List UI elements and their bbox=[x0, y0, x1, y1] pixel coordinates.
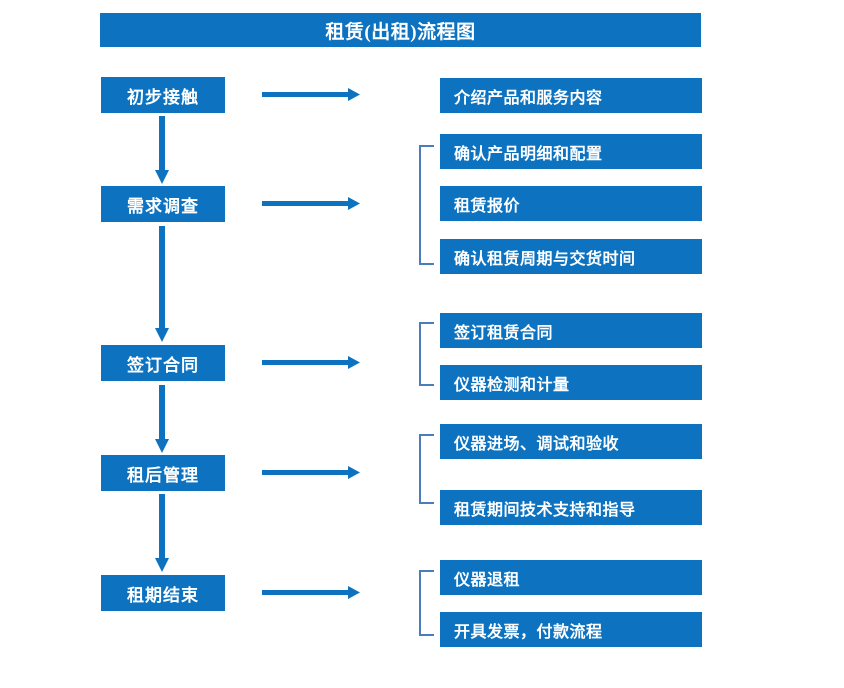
detail-label-3: 租赁报价 bbox=[454, 197, 521, 215]
stage-label-4: 租后管理 bbox=[127, 465, 199, 485]
group-bracket-4 bbox=[418, 434, 434, 504]
right-arrow-icon-1 bbox=[262, 87, 360, 103]
stage-box-3[interactable]: 签订合同 bbox=[101, 345, 225, 381]
stage-label-5: 租期结束 bbox=[127, 585, 199, 605]
detail-label-8: 租赁期间技术支持和指导 bbox=[454, 501, 636, 519]
detail-label-1: 介绍产品和服务内容 bbox=[454, 89, 603, 107]
right-arrow-icon-5 bbox=[262, 585, 360, 601]
detail-box-3[interactable]: 租赁报价 bbox=[440, 186, 702, 221]
stage-box-2[interactable]: 需求调查 bbox=[101, 186, 225, 222]
detail-label-7: 仪器进场、调试和验收 bbox=[454, 435, 620, 453]
down-arrow-icon-3 bbox=[155, 385, 169, 453]
detail-box-8[interactable]: 租赁期间技术支持和指导 bbox=[440, 490, 702, 525]
right-arrow-icon-3 bbox=[262, 355, 360, 371]
detail-label-6: 仪器检测和计量 bbox=[454, 376, 570, 394]
stage-box-4[interactable]: 租后管理 bbox=[101, 455, 225, 491]
detail-box-1[interactable]: 介绍产品和服务内容 bbox=[440, 78, 702, 113]
detail-label-9: 仪器退租 bbox=[454, 571, 521, 589]
down-arrow-icon-1 bbox=[155, 116, 169, 184]
detail-label-2: 确认产品明细和配置 bbox=[454, 145, 603, 163]
stage-box-1[interactable]: 初步接触 bbox=[101, 77, 225, 113]
detail-label-10: 开具发票，付款流程 bbox=[454, 623, 603, 641]
detail-box-10[interactable]: 开具发票，付款流程 bbox=[440, 612, 702, 647]
detail-box-2[interactable]: 确认产品明细和配置 bbox=[440, 134, 702, 169]
group-bracket-3 bbox=[418, 322, 434, 386]
right-arrow-icon-2 bbox=[262, 196, 360, 212]
page-title: 租赁(出租)流程图 bbox=[100, 13, 701, 47]
detail-box-6[interactable]: 仪器检测和计量 bbox=[440, 365, 702, 400]
detail-box-9[interactable]: 仪器退租 bbox=[440, 560, 702, 595]
detail-label-4: 确认租赁周期与交货时间 bbox=[454, 250, 636, 268]
detail-label-5: 签订租赁合同 bbox=[454, 324, 554, 342]
detail-box-7[interactable]: 仪器进场、调试和验收 bbox=[440, 424, 702, 459]
down-arrow-icon-2 bbox=[155, 226, 169, 342]
group-bracket-2 bbox=[418, 145, 434, 265]
stage-box-5[interactable]: 租期结束 bbox=[101, 575, 225, 611]
detail-box-4[interactable]: 确认租赁周期与交货时间 bbox=[440, 239, 702, 274]
down-arrow-icon-4 bbox=[155, 494, 169, 572]
right-arrow-icon-4 bbox=[262, 465, 360, 481]
stage-label-1: 初步接触 bbox=[127, 87, 199, 107]
detail-box-5[interactable]: 签订租赁合同 bbox=[440, 313, 702, 348]
group-bracket-5 bbox=[418, 570, 434, 636]
stage-label-2: 需求调查 bbox=[127, 196, 199, 216]
stage-label-3: 签订合同 bbox=[127, 355, 199, 375]
